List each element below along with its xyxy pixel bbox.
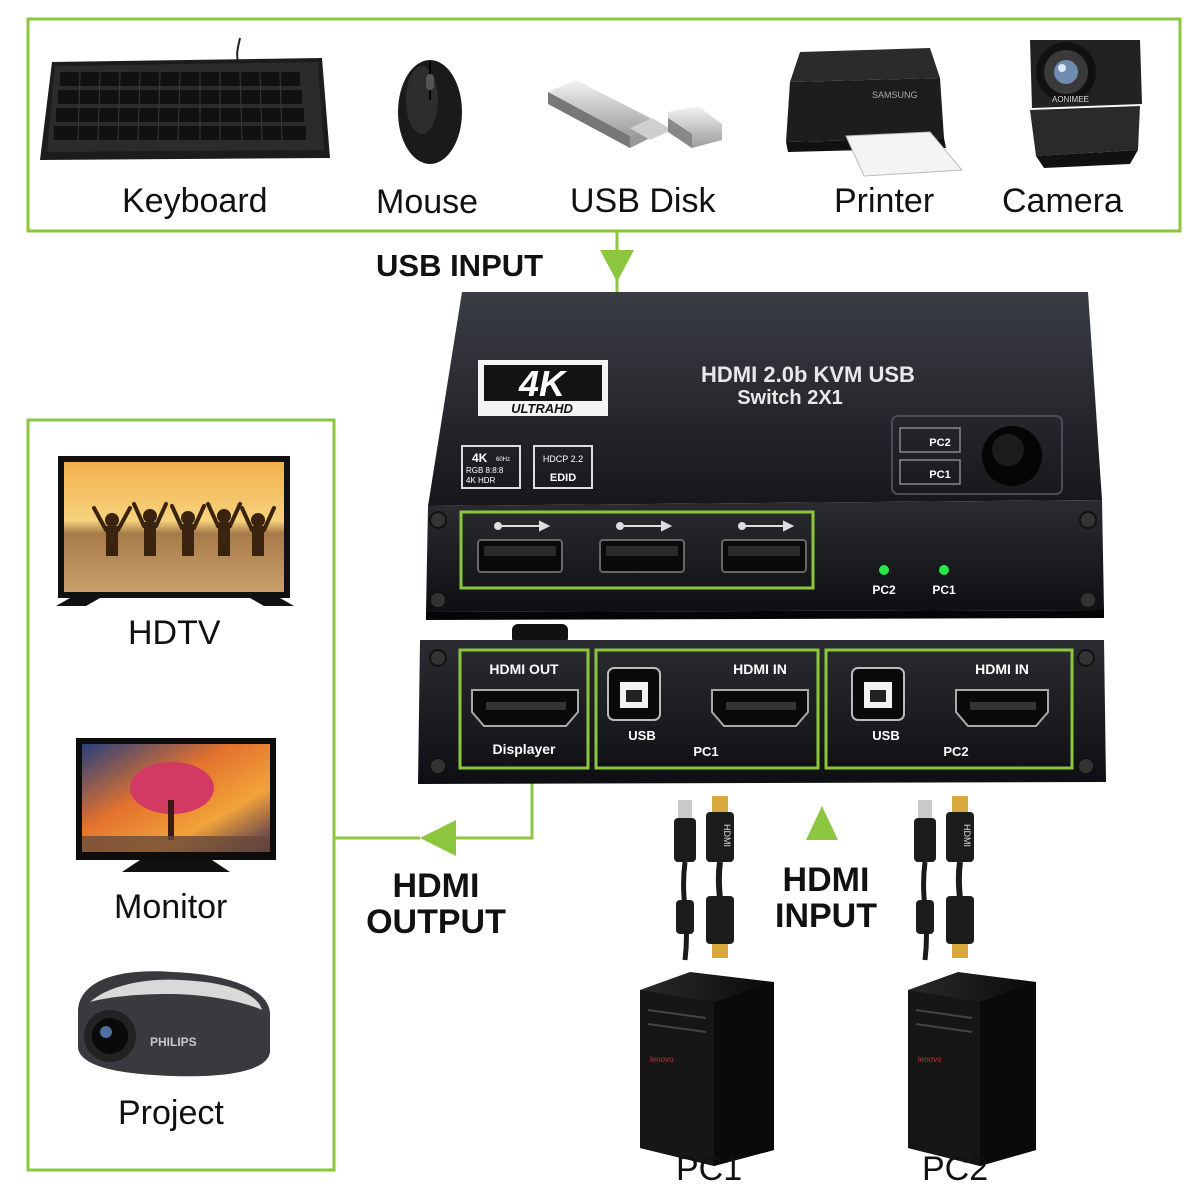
- cables-pc2: [914, 796, 974, 961]
- monitor-icon: [76, 738, 276, 872]
- cable-label-pc1: HDMI: [722, 824, 732, 847]
- label-hdmi-input-line1: HDMI: [782, 861, 870, 899]
- spec-hdr: 4K HDR: [466, 476, 496, 485]
- device-title-line2: Switch 2X1: [737, 387, 843, 409]
- label-hdmi-input: HDMI INPUT: [766, 862, 886, 934]
- hdtv-icon: [56, 456, 294, 606]
- foot-knob: [512, 624, 568, 644]
- label-usb-disk: USB Disk: [570, 182, 716, 220]
- usb-port-2[interactable]: [599, 539, 685, 573]
- usb-ports-highlight: [459, 510, 815, 590]
- led-pc2: [879, 565, 889, 575]
- spec-rgb: RGB 8:8:8: [466, 466, 504, 475]
- badge-ultrahd: ULTRAHD: [511, 401, 573, 416]
- label-keyboard: Keyboard: [122, 182, 268, 220]
- printer-icon: SAMSUNG: [786, 48, 964, 177]
- rear-label-usb-pc2: USB: [872, 728, 899, 743]
- hdmi-output-arrow: [420, 820, 456, 856]
- rear-label-hdmi-out: HDMI OUT: [489, 661, 559, 677]
- rear-label-usb-pc1: USB: [628, 728, 655, 743]
- pc2-brand: lenovo: [918, 1055, 942, 1064]
- usb-port-3[interactable]: [721, 539, 807, 573]
- led-label-pc2: PC2: [872, 583, 896, 597]
- camera-brand: AONIMEE: [1052, 95, 1089, 104]
- cable-label-pc2: HDMI: [962, 824, 972, 847]
- kvm-switch-rear-unit: [418, 640, 1106, 784]
- usb-disk-icon: [548, 80, 722, 148]
- hdmi-out-port[interactable]: [471, 689, 579, 727]
- usb-input-arrow: [600, 250, 634, 282]
- pc1-tower-icon: lenovo: [640, 972, 774, 1166]
- usb-devices-frame: [26, 17, 1182, 233]
- led-pc1: [939, 565, 949, 575]
- rear-label-hdmi-in-pc2: HDMI IN: [975, 661, 1029, 677]
- usb-port-1[interactable]: [477, 539, 563, 573]
- label-printer: Printer: [834, 182, 935, 220]
- label-hdmi-output: HDMI OUTPUT: [360, 868, 512, 940]
- label-mouse: Mouse: [376, 183, 479, 221]
- label-hdmi-output-line1: HDMI: [392, 867, 480, 905]
- hdmi-output-line: [440, 782, 534, 840]
- label-pc1: PC1: [676, 1150, 743, 1188]
- led-label-pc1: PC1: [932, 583, 956, 597]
- usb-b-port-pc1[interactable]: [607, 667, 661, 721]
- camera-icon: AONIMEE: [1030, 40, 1142, 168]
- label-hdmi-input-line2: INPUT: [775, 897, 877, 935]
- label-pc2: PC2: [922, 1150, 989, 1188]
- printer-brand: SAMSUNG: [872, 90, 918, 100]
- label-hdmi-output-line2: OUTPUT: [366, 903, 506, 941]
- rear-label-pc1: PC1: [693, 744, 718, 759]
- pc1-brand: lenovo: [650, 1055, 674, 1064]
- usb-b-port-pc2[interactable]: [851, 667, 905, 721]
- cables-pc1: [674, 796, 734, 961]
- outputs-frame: [26, 418, 336, 1172]
- badge-4k: 4K: [518, 363, 568, 404]
- rear-label-hdmi-in-pc1: HDMI IN: [733, 661, 787, 677]
- pc2-tower-icon: lenovo: [908, 972, 1036, 1166]
- projector-icon: PHILIPS: [78, 971, 270, 1077]
- spec-60hz: 60Hz: [496, 457, 510, 463]
- keyboard-icon: [40, 37, 330, 160]
- projector-brand: PHILIPS: [150, 1035, 197, 1049]
- label-project: Project: [118, 1094, 224, 1132]
- label-hdtv: HDTV: [128, 614, 221, 652]
- button-label-pc2: PC2: [929, 437, 950, 449]
- mouse-icon: [398, 60, 462, 164]
- rear-label-pc2: PC2: [943, 744, 968, 759]
- rear-label-displayer: Displayer: [492, 741, 556, 757]
- spec-edid: EDID: [550, 472, 576, 484]
- spec-hdcp: HDCP 2.2: [543, 454, 583, 464]
- button-label-pc1: PC1: [929, 469, 950, 481]
- hdmi-input-arrow: [806, 806, 838, 840]
- device-title-line1: HDMI 2.0b KVM USB: [701, 362, 915, 387]
- spec-4k: 4K: [472, 451, 488, 465]
- label-camera: Camera: [1002, 182, 1123, 220]
- label-usb-input: USB INPUT: [376, 248, 544, 283]
- kvm-switch-front-unit: [426, 292, 1104, 620]
- label-monitor: Monitor: [114, 888, 228, 926]
- hdmi-in-port-pc2[interactable]: [955, 689, 1049, 727]
- hdmi-in-port-pc1[interactable]: [711, 689, 809, 727]
